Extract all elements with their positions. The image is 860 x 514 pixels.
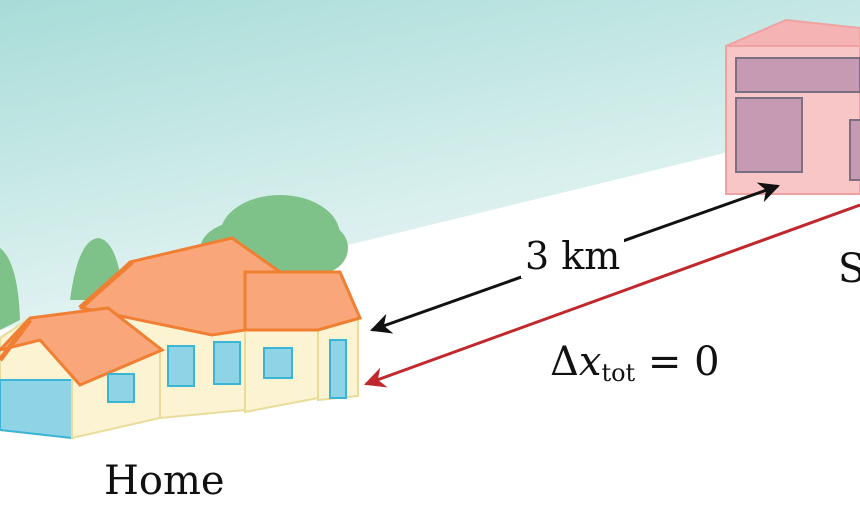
displacement-arrow <box>364 203 860 388</box>
house <box>0 236 363 440</box>
delta-value: = 0 <box>635 339 720 385</box>
home-label: Home <box>104 458 225 504</box>
house-window-4 <box>263 347 293 379</box>
house-window-2 <box>167 345 195 387</box>
distance-label: 3 km <box>521 234 625 278</box>
house-window-1 <box>107 373 135 403</box>
delta-symbol: Δ <box>550 339 579 385</box>
house-window-3 <box>213 341 241 385</box>
school-building <box>725 18 860 195</box>
delta-variable: x <box>578 339 602 385</box>
building-window-top <box>735 57 860 93</box>
school-label-partial: S <box>838 246 860 292</box>
building-window-right <box>849 119 860 181</box>
delta-subscript: tot <box>601 359 636 387</box>
house-door <box>329 339 347 399</box>
building-window-left <box>735 97 803 173</box>
displacement-label: Δxtot = 0 <box>550 339 720 387</box>
